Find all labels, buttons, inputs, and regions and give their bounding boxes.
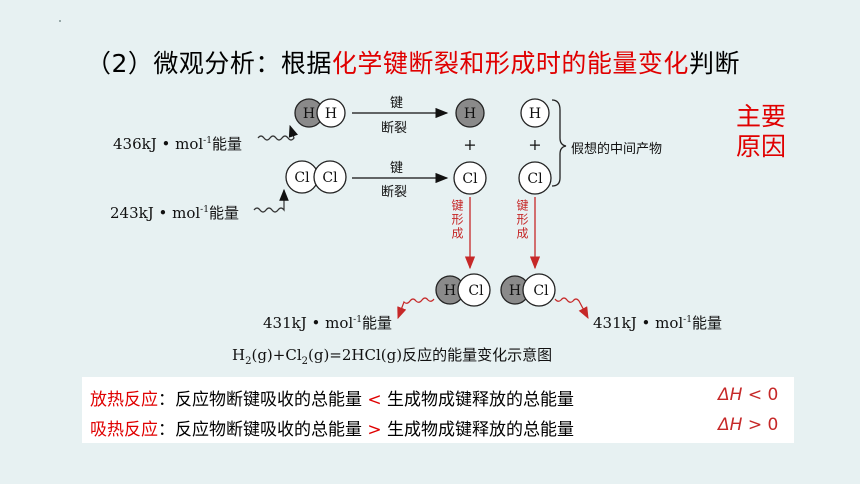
bond-break-bottom-label: 断裂 — [381, 121, 408, 136]
svg-text:Cl: Cl — [527, 171, 543, 187]
h-atom — [316, 98, 346, 128]
energy-out-wave — [397, 297, 435, 320]
diagram-caption: H2(g)+Cl2(g)=2HCl(g)反应的能量变化示意图 — [232, 346, 553, 367]
h-atom — [520, 98, 550, 128]
cl-atom — [457, 273, 491, 307]
brace — [551, 99, 567, 187]
svg-text:H: H — [509, 283, 521, 299]
svg-text:Cl: Cl — [322, 170, 338, 186]
bond-break-top-label: 键 — [390, 161, 404, 176]
energy-in-wave — [257, 124, 298, 141]
cl-atom — [522, 273, 556, 307]
delta-h-positive: ΔH > 0 — [718, 415, 779, 435]
h-atom — [455, 98, 485, 128]
cl-atom — [453, 161, 487, 195]
plus-sign: + — [528, 135, 541, 154]
page-title: （2）微观分析：根据化学键断裂和形成时的能量变化判断 — [86, 49, 740, 78]
main-reason-label: 主要原因 — [736, 102, 787, 161]
energy-in-label: 436kJ • mol-1能量 — [113, 135, 242, 153]
svg-text:H: H — [303, 106, 315, 122]
bond-break-top-label: 键 — [390, 96, 404, 111]
delta-h-negative: ΔH < 0 — [718, 385, 779, 405]
svg-text:Cl: Cl — [294, 170, 310, 186]
svg-text:Cl: Cl — [533, 283, 549, 299]
conclusion-box: 放热反应：反应物断键吸收的总能量 < 生成物成键释放的总能量 ΔH < 0 吸热… — [82, 377, 794, 443]
energy-out-label: 431kJ • mol-1能量 — [593, 314, 722, 332]
endothermic-row: 吸热反应：反应物断键吸收的总能量 > 生成物成键释放的总能量 — [90, 420, 575, 440]
svg-text:H: H — [444, 283, 456, 299]
plus-sign: + — [463, 135, 476, 154]
bond-form-label: 键形成 — [515, 199, 529, 241]
bond-break-bottom-label: 断裂 — [381, 185, 408, 200]
svg-text:H: H — [529, 106, 541, 122]
bond-form-label: 键形成 — [450, 199, 464, 241]
energy-in-wave — [253, 188, 289, 213]
svg-text:H: H — [325, 106, 337, 122]
svg-text:Cl: Cl — [462, 171, 478, 187]
energy-in-label: 243kJ • mol-1能量 — [110, 204, 239, 222]
exothermic-row: 放热反应：反应物断键吸收的总能量 < 生成物成键释放的总能量 — [90, 390, 575, 410]
energy-out-label: 431kJ • mol-1能量 — [263, 314, 392, 332]
intermediate-label: 假想的中间产物 — [571, 142, 663, 157]
decorative-dot — [59, 20, 61, 22]
cl-atom — [518, 161, 552, 195]
svg-text:Cl: Cl — [468, 283, 484, 299]
svg-text:H: H — [464, 106, 476, 122]
cl-atom — [313, 160, 347, 194]
title-highlight: 化学键断裂和形成时的能量变化 — [331, 49, 689, 78]
energy-out-wave — [554, 297, 589, 320]
